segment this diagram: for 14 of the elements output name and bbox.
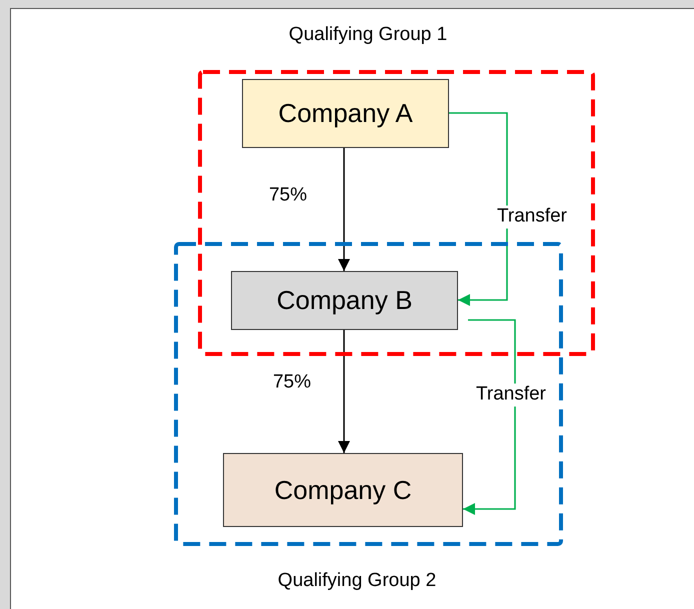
company-box bbox=[223, 453, 463, 527]
company-box bbox=[231, 271, 458, 330]
arrow bbox=[449, 112, 508, 306]
arrow bbox=[463, 319, 516, 515]
company-name: Company B bbox=[276, 285, 412, 316]
company-name: Company C bbox=[274, 474, 412, 506]
arrow bbox=[338, 148, 350, 271]
edge-label: Transfer bbox=[474, 384, 548, 406]
arrow bbox=[338, 330, 350, 453]
group-heading: Qualifying Group 1 bbox=[288, 24, 448, 46]
company-box bbox=[242, 79, 449, 148]
edge-label: Transfer bbox=[496, 206, 568, 228]
group-heading: Qualifying Group 2 bbox=[278, 570, 436, 592]
company-name: Company A bbox=[278, 98, 413, 129]
